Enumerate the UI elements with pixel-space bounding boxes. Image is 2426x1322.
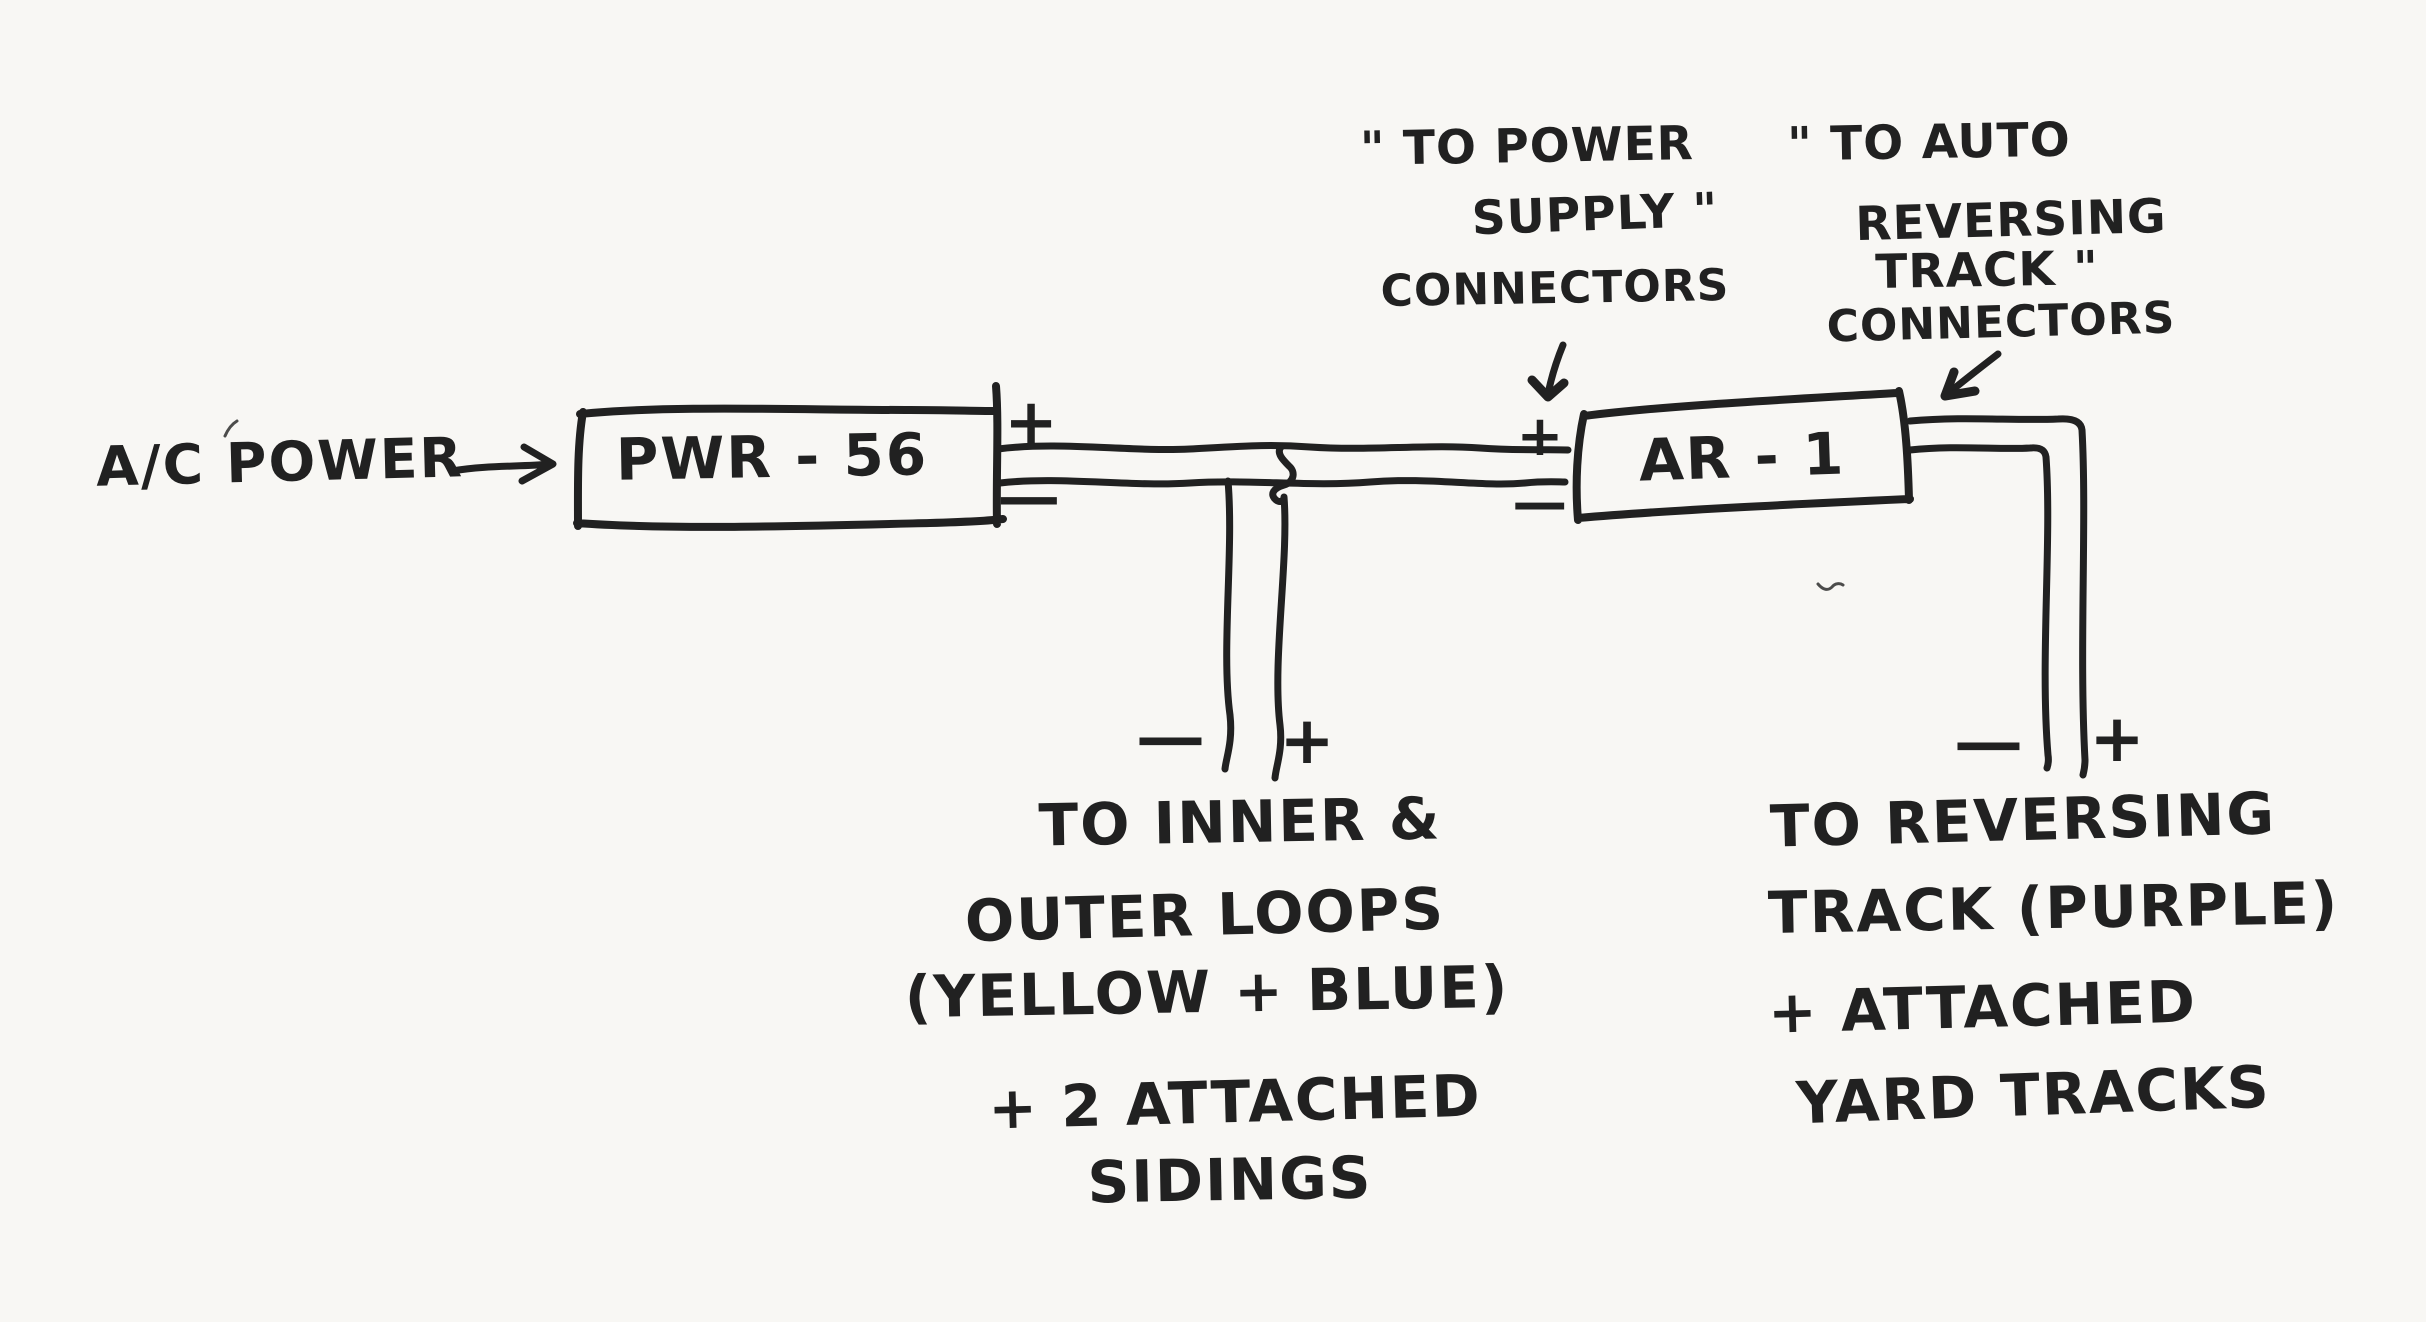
reversing-plus-wire bbox=[1906, 415, 2089, 779]
ar1-plus-terminal: + bbox=[1516, 404, 1566, 469]
power-supply-connectors-line2: SUPPLY " bbox=[1470, 182, 1720, 247]
auto-reversing-connector-arrow bbox=[1946, 350, 2002, 396]
stray-pen-marks bbox=[223, 419, 1845, 591]
reversing-caption-line4: YARD TRACKS bbox=[1794, 1052, 2272, 1138]
ac-power-arrow bbox=[448, 443, 557, 485]
loops-minus-label: − bbox=[1129, 701, 1215, 778]
auto-reversing-connectors-line4: CONNECTORS bbox=[1826, 292, 2176, 353]
loops-caption-line4: + 2 ATTACHED bbox=[987, 1061, 1483, 1143]
loops-plus-label: + bbox=[1279, 702, 1337, 779]
auto-reversing-connectors-line3: TRACK " bbox=[1874, 241, 2100, 300]
pwr56-box-label: PWR - 56 bbox=[615, 420, 929, 494]
power-supply-connectors-line1: " TO POWER bbox=[1359, 116, 1695, 177]
auto-reversing-connectors-line1: " TO AUTO bbox=[1786, 112, 2072, 173]
pwr56-plus-terminal: + bbox=[1004, 386, 1060, 460]
bus-minus-wire bbox=[996, 477, 1569, 488]
loops-plus-drop-wire-hop bbox=[1269, 443, 1297, 782]
loops-caption-line3: (YELLOW + BLUE) bbox=[904, 952, 1510, 1032]
reversing-caption-line3: + ATTACHED bbox=[1767, 967, 2198, 1047]
bus-plus-wire bbox=[994, 442, 1572, 454]
reversing-caption-line1: TO REVERSING bbox=[1769, 779, 2277, 861]
ac-power-label: A/C POWER bbox=[95, 425, 465, 499]
loops-minus-drop-wire bbox=[1221, 477, 1235, 773]
power-supply-connector-arrow bbox=[1544, 341, 1567, 398]
power-supply-connector-arrowhead bbox=[1527, 375, 1569, 402]
auto-reversing-connectors-line2: REVERSING bbox=[1854, 188, 2168, 253]
power-supply-connectors-line3: CONNECTORS bbox=[1380, 259, 1730, 318]
loops-caption-line1: TO INNER & bbox=[1038, 784, 1442, 860]
auto-reversing-connector-arrowhead bbox=[1940, 367, 1980, 401]
loops-caption-line5: SIDINGS bbox=[1086, 1143, 1374, 1217]
ar1-box-label: AR - 1 bbox=[1637, 419, 1847, 495]
reversing-caption-line2: TRACK (PURPLE) bbox=[1767, 869, 2340, 947]
reversing-plus-label: + bbox=[2089, 700, 2147, 777]
loops-caption-line2: OUTER LOOPS bbox=[964, 874, 1446, 956]
ar1-box bbox=[1572, 387, 1914, 524]
pwr56-minus-terminal: − bbox=[991, 463, 1069, 537]
ar1-minus-terminal: − bbox=[1507, 470, 1575, 540]
reversing-minus-label: − bbox=[1947, 706, 2033, 783]
reversing-minus-wire bbox=[1906, 444, 2052, 772]
